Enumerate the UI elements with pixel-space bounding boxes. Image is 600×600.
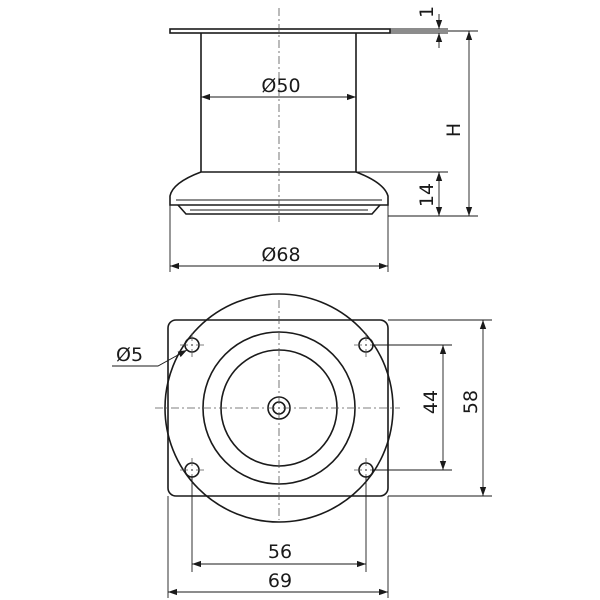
dim-height-label: H (443, 123, 465, 137)
side-view: 1 H 14 Ø50 Ø68 (169, 6, 478, 272)
dim-hole-spacing-vertical: 44 (372, 344, 452, 471)
dim-top-thickness: 1 (390, 6, 448, 48)
dim-plate-height-label: 58 (460, 390, 482, 414)
dim-base-height-label: 14 (416, 183, 438, 207)
dim-base-diameter: Ø68 (169, 205, 389, 272)
dim-height: H (388, 30, 478, 217)
dim-plate-width: 69 (167, 496, 389, 598)
top-view: Ø5 44 58 56 69 (112, 293, 492, 598)
dim-hole-diameter-label: Ø5 (116, 344, 143, 366)
base-foot (177, 204, 381, 215)
dim-hole-spacing-vertical-label: 44 (420, 390, 442, 414)
dim-top-thickness-label: 1 (416, 6, 438, 18)
dim-plate-height: 58 (388, 319, 492, 497)
top-plate (169, 28, 391, 34)
mounting-holes (180, 333, 378, 482)
dim-hole-spacing-horizontal-label: 56 (268, 541, 292, 563)
dim-hole-spacing-horizontal: 56 (191, 476, 367, 572)
base-outer-circle (164, 293, 394, 523)
dim-tube-diameter: Ø50 (201, 75, 356, 101)
dim-base-height: 14 (356, 171, 448, 216)
dim-base-diameter-label: Ø68 (261, 244, 300, 266)
dim-plate-width-label: 69 (268, 570, 292, 592)
dim-hole-diameter: Ø5 (112, 344, 188, 367)
dim-tube-diameter-label: Ø50 (261, 75, 300, 97)
